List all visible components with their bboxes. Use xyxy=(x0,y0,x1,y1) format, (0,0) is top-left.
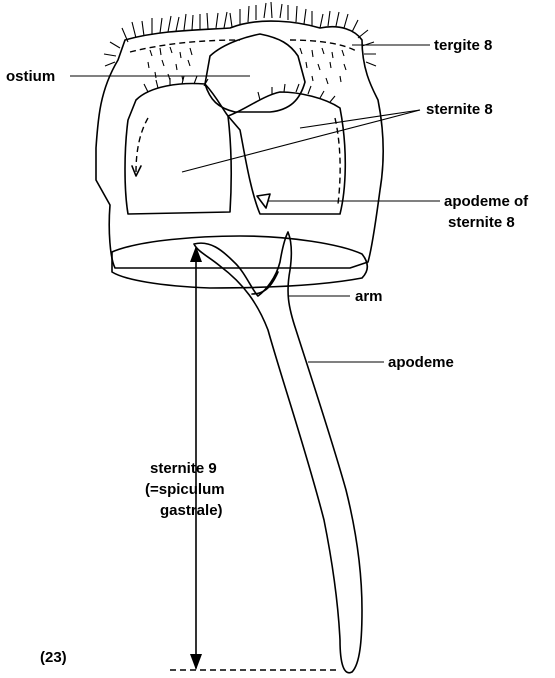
measure-arrow-bottom xyxy=(190,654,202,670)
label-apodeme-of-2: sternite 8 xyxy=(448,214,515,231)
label-ostium: ostium xyxy=(6,68,55,85)
figure-number: (23) xyxy=(40,649,67,666)
label-apodeme: apodeme xyxy=(388,354,454,371)
capsule-outline xyxy=(96,21,383,268)
label-apodeme-of-1: apodeme of xyxy=(444,193,529,210)
measure-arrow-top xyxy=(190,246,202,262)
tergite-stipple xyxy=(148,47,346,84)
label-arm: arm xyxy=(355,288,383,305)
leader-sternite8-b xyxy=(182,110,420,172)
ostium-plate xyxy=(205,34,305,112)
label-sternite-8: sternite 8 xyxy=(426,101,493,118)
lower-plate xyxy=(112,236,367,288)
label-sternite-9-line2: (=spiculum xyxy=(145,481,225,498)
label-sternite-9-line3: gastrale) xyxy=(160,502,223,519)
label-sternite-9-line1: sternite 9 xyxy=(150,460,217,477)
sternite8-right-lobe xyxy=(228,92,345,214)
left-inner-dashed xyxy=(136,118,148,172)
lobe-bristles xyxy=(144,76,335,102)
tergite-dashed-edge xyxy=(130,40,358,52)
apodeme-y-shape xyxy=(194,232,362,673)
label-tergite-8: tergite 8 xyxy=(434,37,492,54)
tergite-bristles xyxy=(104,2,376,66)
